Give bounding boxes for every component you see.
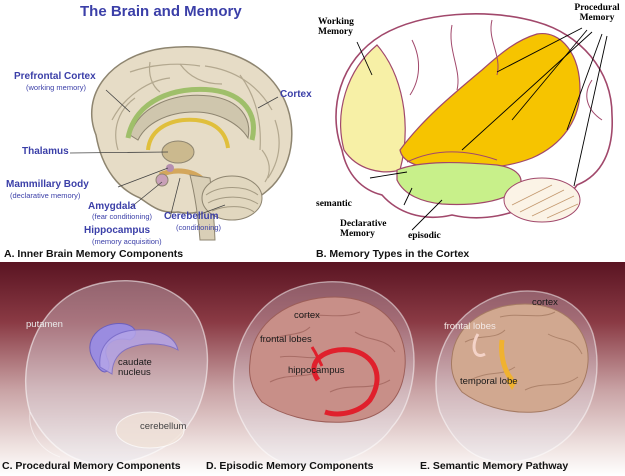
panel-cortex-memory-types: Working Memory Procedural Memory semanti…: [312, 0, 625, 262]
caption-panel-b: B. Memory Types in the Cortex: [316, 248, 470, 260]
label-mammillary-sub: (declarative memory): [10, 191, 81, 200]
label-cerebellum-c: cerebellum: [140, 421, 187, 432]
label-working-memory: Working Memory: [318, 17, 354, 37]
caption-panel-e: E. Semantic Memory Pathway: [420, 460, 569, 472]
caption-panel-a: A. Inner Brain Memory Components: [4, 248, 184, 260]
label-declarative-memory: Declarative Memory: [340, 219, 387, 239]
label-mammillary-body: Mammillary Body: [6, 179, 89, 190]
label-temporal-lobe-e: temporal lobe: [460, 376, 518, 387]
label-amygdala: Amygdala: [88, 201, 136, 212]
label-amygdala-sub: (fear conditioning): [92, 212, 153, 221]
label-cortex: Cortex: [280, 89, 312, 100]
label-caudate-nucleus: caudate nucleus: [118, 357, 152, 378]
label-thalamus: Thalamus: [22, 146, 69, 157]
label-episodic: episodic: [408, 231, 441, 241]
label-cortex-d: cortex: [294, 310, 320, 321]
label-frontal-lobes-e: frontal lobes: [444, 321, 496, 332]
caption-panel-d: D. Episodic Memory Components: [206, 460, 374, 472]
head-e: [435, 290, 598, 463]
panel-a-title: The Brain and Memory: [80, 3, 242, 20]
transparent-heads-illustration: [24, 280, 598, 467]
brain-sagittal-illustration: [69, 46, 293, 241]
caption-panel-c: C. Procedural Memory Components: [2, 460, 181, 472]
label-hippocampus-sub: (memory acquisition): [92, 237, 162, 246]
label-cerebellum: Cerebellum: [164, 211, 219, 222]
cortex-lateral-illustration: [335, 13, 613, 231]
label-prefrontal-cortex: Prefrontal Cortex: [14, 71, 96, 82]
label-cortex-e: cortex: [532, 297, 558, 308]
head-d: [232, 281, 415, 467]
label-semantic: semantic: [316, 199, 352, 209]
panel-row-3d-heads: putamen caudate nucleus cerebellum C. Pr…: [0, 262, 625, 476]
label-cerebellum-sub: (conditioning): [176, 223, 222, 232]
label-procedural-memory: Procedural Memory: [574, 3, 620, 23]
label-prefrontal-sub: (working memory): [26, 83, 87, 92]
label-frontal-lobes-d: frontal lobes: [260, 334, 312, 345]
label-hippocampus: Hippocampus: [84, 225, 151, 236]
label-putamen: putamen: [26, 319, 63, 330]
head-c: [24, 280, 209, 465]
label-hippocampus-d: hippocampus: [288, 365, 345, 376]
panel-inner-brain: The Brain and Memory Prefrontal Cortex (…: [0, 0, 312, 262]
